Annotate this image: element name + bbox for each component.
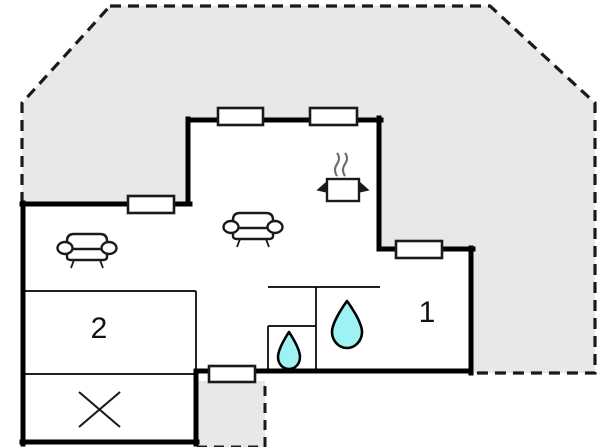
windows <box>126 106 444 384</box>
x-cross-icon <box>78 391 121 428</box>
room-number-2: 2 <box>91 312 108 345</box>
property-dashed-edge-west <box>20 4 112 203</box>
property-dashed-edge-north <box>110 4 597 375</box>
window-west-living <box>126 194 176 215</box>
window-top-left <box>216 106 265 127</box>
annex-outline <box>197 381 267 447</box>
window-room-1 <box>394 239 444 260</box>
sofa-icon <box>56 232 118 269</box>
water-drop-icon <box>330 299 364 350</box>
cooking-pot-icon <box>316 152 370 203</box>
property-outline <box>20 4 597 375</box>
window-south <box>207 364 257 384</box>
interior-walls <box>22 286 380 375</box>
sofa-icon <box>222 211 284 248</box>
room-number-1: 1 <box>419 296 436 329</box>
window-top-right <box>308 106 359 127</box>
water-drop-icon <box>276 330 302 371</box>
structural-walls <box>19 115 476 447</box>
